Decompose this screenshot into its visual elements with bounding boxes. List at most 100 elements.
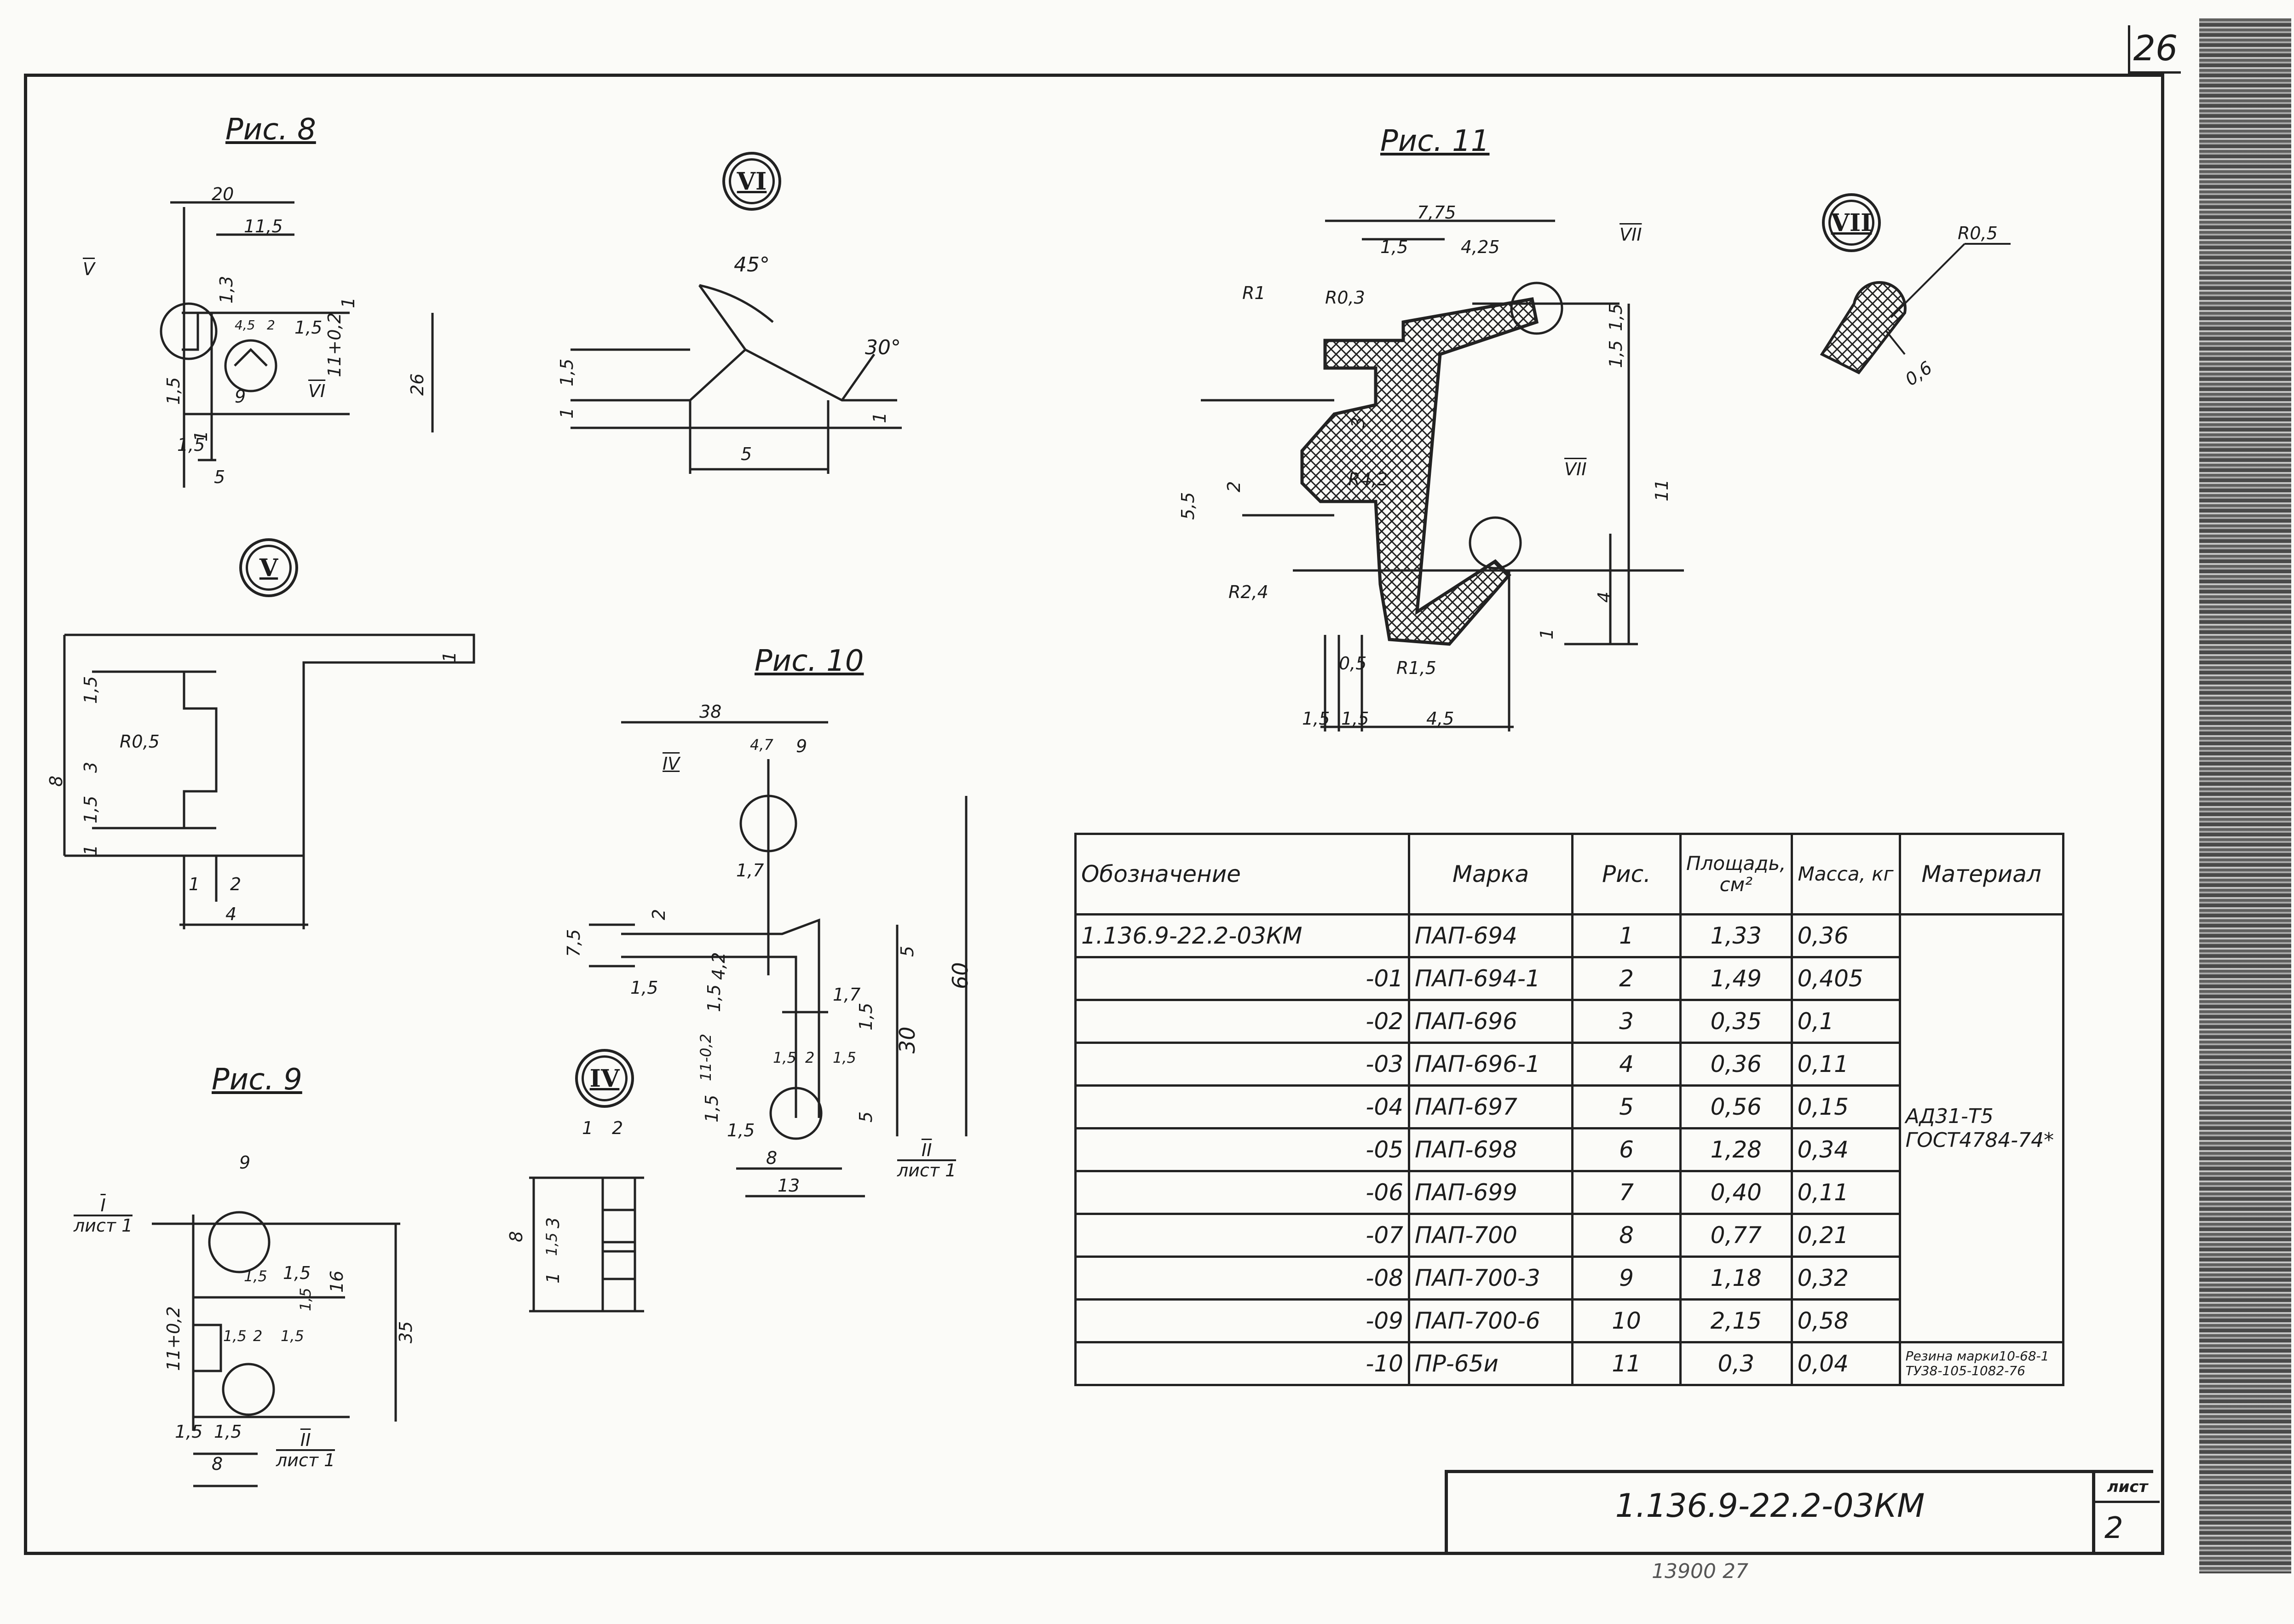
- dim-label: 60: [948, 962, 973, 989]
- dim-label: 4,25: [1461, 237, 1500, 257]
- dim-label: 8: [212, 1454, 223, 1474]
- dim-label: 1,5: [81, 795, 101, 824]
- sheet-value: 2: [2104, 1511, 2123, 1545]
- dim-label: 2: [253, 1327, 263, 1345]
- cell-designation: -01: [1074, 956, 1410, 1001]
- dim-label: 3: [81, 761, 101, 773]
- dim-label: 5: [741, 444, 752, 464]
- scan-edge-strip: [2199, 18, 2291, 1573]
- table-row: -06 ПАП-699 7 0,40 0,11: [1074, 1170, 2063, 1215]
- sheet-number: 26: [2128, 25, 2181, 74]
- fig8-profile: [160, 201, 434, 488]
- cell-mass: 0,32: [1790, 1255, 1901, 1301]
- dim-label: 8: [766, 1148, 778, 1168]
- dim-label: 3: [1348, 416, 1368, 428]
- dim-label: 1: [1537, 628, 1557, 639]
- dim-label: 4,2: [709, 952, 729, 980]
- cell-mass: 0,11: [1790, 1042, 1901, 1087]
- dim-label: 1: [582, 1118, 594, 1138]
- document-code: 1.136.9-22.2-03КМ: [1615, 1487, 1925, 1525]
- fig9-profile: [152, 1211, 400, 1487]
- cell-area: 1,18: [1679, 1255, 1793, 1301]
- dim-label: 1,5: [214, 1422, 242, 1442]
- cell-designation: -02: [1074, 999, 1410, 1044]
- table-row: -09 ПАП-700-6 10 2,15 0,58: [1074, 1298, 2063, 1343]
- cell-fig: 7: [1571, 1170, 1682, 1215]
- dim-label: 4,7: [750, 736, 773, 754]
- dim-label: 1,5: [557, 358, 577, 386]
- dim-label: 11+0,2: [163, 1306, 184, 1371]
- fig11-callout-vii-a: VII: [1620, 225, 1642, 245]
- dim-label: 1,5: [281, 1327, 304, 1345]
- dim-label: 1,5: [81, 676, 101, 704]
- title-block: 1.136.9-22.2-03КМ лист 2: [1445, 1470, 2160, 1555]
- cell-area: 2,15: [1679, 1298, 1793, 1343]
- detail-vii-symbol: VII: [1822, 193, 1881, 252]
- cell-material-aluminium: АД31-Т5 ГОСТ4784-74*: [1898, 913, 2064, 1343]
- dim-label: 38: [699, 702, 722, 722]
- cell-mark: ПАП-696: [1408, 999, 1574, 1044]
- dim-label: 11: [1652, 479, 1672, 501]
- fig8-callout-vi: VI: [308, 381, 326, 401]
- dim-label: 1,5: [1606, 340, 1626, 368]
- cell-designation: -04: [1074, 1084, 1410, 1129]
- cell-area: 0,56: [1679, 1084, 1793, 1129]
- dim-label: 1,5: [177, 435, 205, 455]
- cell-designation: -09: [1074, 1298, 1410, 1343]
- dim-label: 1,5: [702, 1094, 722, 1123]
- cell-mass: 0,1: [1790, 999, 1901, 1044]
- dim-label: 1: [189, 874, 200, 894]
- dim-label: 11,5: [244, 216, 283, 236]
- cell-material-rubber: Резина марки10-68-1 ТУ38-105-1082-76: [1898, 1341, 2064, 1386]
- fig11-callout-vii-b: VII: [1564, 459, 1587, 479]
- dim-label: 2: [1224, 481, 1244, 492]
- table-row: -04 ПАП-697 5 0,56 0,15: [1074, 1084, 2063, 1129]
- sheet-label: лист: [2095, 1473, 2160, 1503]
- dim-label: 5: [897, 945, 917, 957]
- dim-label: 8: [506, 1231, 526, 1242]
- fig11-hatched-section: [1300, 297, 1539, 646]
- dim-label: 1,5: [163, 377, 184, 405]
- dim-label: 9: [235, 386, 246, 407]
- cell-area: 0,3: [1679, 1341, 1793, 1386]
- dim-label: 1,5: [1302, 708, 1330, 729]
- table-row: -10 ПР-65и 11 0,3 0,04 Резина марки10-68…: [1074, 1341, 2064, 1386]
- dim-label: 1: [338, 297, 358, 308]
- fig9-label: Рис. 9: [212, 1063, 302, 1097]
- cell-mark: ПАП-698: [1408, 1127, 1574, 1172]
- cell-designation: -10: [1074, 1341, 1410, 1386]
- dim-label: 9: [239, 1152, 251, 1173]
- cell-mass: 0,34: [1790, 1127, 1901, 1172]
- dim-label: 1: [439, 651, 460, 662]
- dim-label: 1,5: [297, 1288, 314, 1311]
- detail-vi-geometry: [571, 284, 902, 474]
- cell-mass: 0,58: [1790, 1298, 1901, 1343]
- dim-label: 4: [1594, 591, 1614, 603]
- cell-designation: -05: [1074, 1127, 1410, 1172]
- dim-label: 1,5: [175, 1422, 203, 1442]
- cell-mass: 0,15: [1790, 1084, 1901, 1129]
- cell-designation: -03: [1074, 1042, 1410, 1087]
- dim-label: 1: [81, 844, 101, 856]
- fig10-label: Рис. 10: [755, 644, 864, 678]
- dim-label: 1,7: [833, 985, 861, 1005]
- dim-label: 4: [225, 904, 237, 924]
- col-mass: Масса, кг: [1790, 833, 1901, 916]
- col-area: Площадь, см²: [1679, 833, 1793, 916]
- dim-label: 30: [895, 1026, 920, 1054]
- dim-label: 1,5: [1380, 237, 1408, 257]
- detail-v-symbol: V: [239, 538, 298, 597]
- fig11-detail-vii-circle-a: [1510, 282, 1563, 335]
- dim-label: 1: [870, 412, 890, 423]
- dim-label: R1: [1242, 283, 1266, 303]
- dim-label: 1,5: [773, 1049, 796, 1066]
- table-row: -08 ПАП-700-3 9 1,18 0,32: [1074, 1255, 2063, 1301]
- dim-label: 1,5: [283, 1263, 311, 1283]
- dim-label: 2: [267, 317, 275, 333]
- dim-label: 1,5: [543, 1232, 560, 1256]
- dim-label: 1,5: [630, 978, 658, 998]
- fig11-label: Рис. 11: [1380, 124, 1490, 158]
